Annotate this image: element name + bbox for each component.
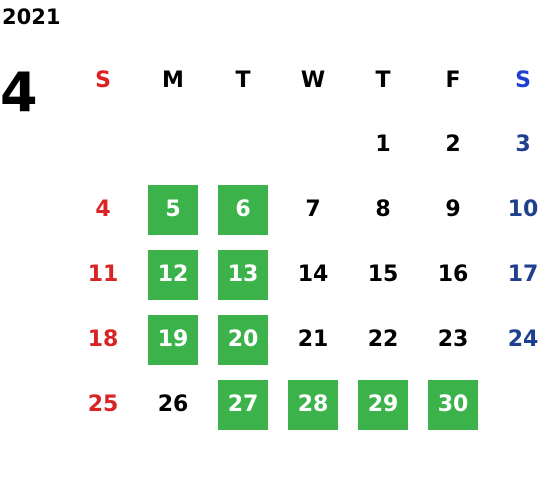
calendar-day-empty [78, 120, 128, 170]
calendar-day-22[interactable]: 22 [367, 327, 399, 352]
calendar-day-12[interactable]: 12 [148, 250, 198, 300]
calendar-day-14[interactable]: 14 [297, 262, 329, 287]
calendar-day-18[interactable]: 18 [87, 327, 119, 352]
weekday-thursday: T [375, 68, 391, 93]
calendar-day-28[interactable]: 28 [288, 380, 338, 430]
calendar-day-20[interactable]: 20 [218, 315, 268, 365]
calendar-day-4[interactable]: 4 [95, 197, 111, 222]
calendar-day-8[interactable]: 8 [375, 197, 391, 222]
weekday-sunday: S [95, 68, 111, 93]
calendar-day-10[interactable]: 10 [507, 197, 539, 222]
weekday-saturday: S [515, 68, 531, 93]
calendar-day-13[interactable]: 13 [218, 250, 268, 300]
calendar-day-24[interactable]: 24 [507, 327, 539, 352]
calendar-day-empty [498, 380, 548, 430]
calendar-day-29[interactable]: 29 [358, 380, 408, 430]
calendar-day-3[interactable]: 3 [515, 132, 531, 157]
weekday-friday: F [445, 68, 461, 93]
calendar-day-5[interactable]: 5 [148, 185, 198, 235]
calendar-month: 4 [0, 61, 38, 124]
weekday-wednesday: W [300, 68, 326, 93]
calendar-year: 2021 [2, 5, 61, 29]
calendar-day-21[interactable]: 21 [297, 327, 329, 352]
calendar-day-27[interactable]: 27 [218, 380, 268, 430]
calendar-day-1[interactable]: 1 [375, 132, 391, 157]
calendar-day-empty [288, 120, 338, 170]
calendar-day-15[interactable]: 15 [367, 262, 399, 287]
weekday-tuesday: T [235, 68, 251, 93]
calendar-day-19[interactable]: 19 [148, 315, 198, 365]
weekday-header-row: S M T W T F S [68, 63, 548, 103]
calendar-day-9[interactable]: 9 [445, 197, 461, 222]
calendar-day-26[interactable]: 26 [157, 392, 189, 417]
calendar-day-23[interactable]: 23 [437, 327, 469, 352]
calendar-day-16[interactable]: 16 [437, 262, 469, 287]
calendar-day-25[interactable]: 25 [87, 392, 119, 417]
weekday-monday: M [162, 68, 184, 93]
calendar-day-6[interactable]: 6 [218, 185, 268, 235]
calendar-day-empty [218, 120, 268, 170]
calendar-day-30[interactable]: 30 [428, 380, 478, 430]
calendar-day-2[interactable]: 2 [445, 132, 461, 157]
calendar-day-empty [148, 120, 198, 170]
calendar-day-7[interactable]: 7 [305, 197, 321, 222]
calendar-day-11[interactable]: 11 [87, 262, 119, 287]
calendar-day-17[interactable]: 17 [507, 262, 539, 287]
